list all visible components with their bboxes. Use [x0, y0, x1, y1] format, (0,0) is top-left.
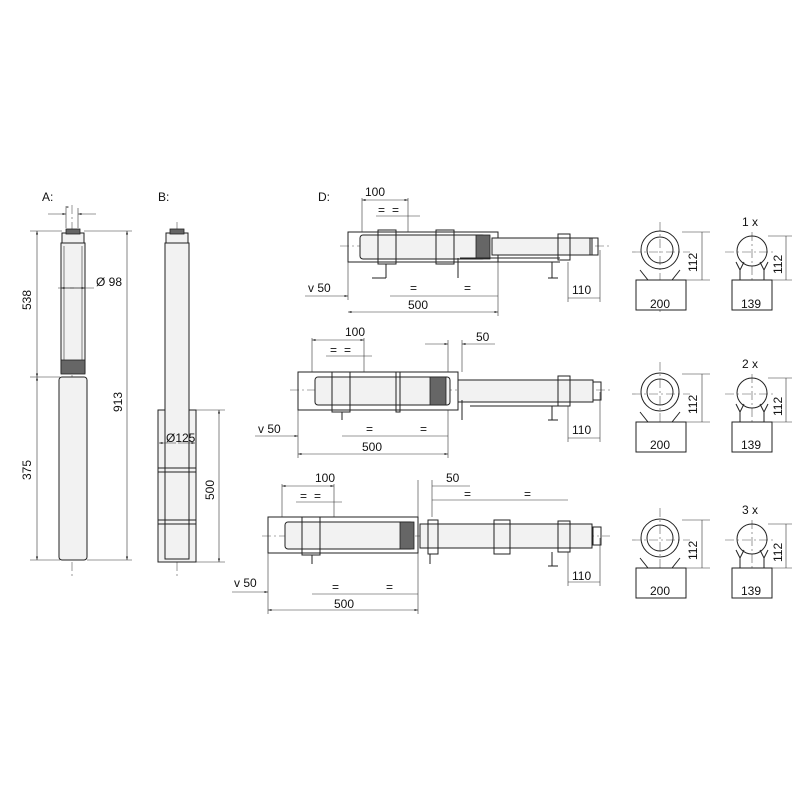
- row-2-v-dim: v 50: [258, 422, 281, 436]
- section-2-small-outer: [736, 377, 768, 409]
- section-1-large-outer: [640, 230, 680, 270]
- section-2-small-width: 139: [741, 438, 761, 452]
- svg-text:=: =: [464, 281, 471, 295]
- row-1-motor: [359, 234, 486, 260]
- svg-text:=: =: [410, 281, 417, 295]
- row-1-pump: [491, 237, 593, 256]
- section-3-large-width: 200: [650, 584, 670, 598]
- section-2-count: 2 x: [742, 357, 758, 371]
- section-1-count: 1 x: [742, 215, 758, 229]
- svg-text:=: =: [524, 487, 531, 501]
- row-1-width-dim: 100: [365, 185, 385, 199]
- view-a-coupling: [60, 359, 86, 375]
- section-3-small-height: 112: [771, 543, 785, 562]
- section-2-large-height: 112: [686, 395, 700, 414]
- row-2-width-dim: 100: [345, 325, 365, 339]
- view-b-diameter-dim: Ø125: [166, 431, 196, 445]
- svg-text:=: =: [366, 422, 373, 436]
- view-b-label: B:: [158, 190, 169, 204]
- row-1-v-dim: v 50: [308, 281, 331, 295]
- section-3-large-height: 112: [686, 541, 700, 560]
- row-3-pump: [419, 523, 593, 549]
- section-1-large-width: 200: [650, 297, 670, 311]
- row-2-pump: [457, 379, 594, 403]
- section-1-small-outer: [736, 235, 768, 267]
- section-1-small-width: 139: [741, 297, 761, 311]
- section-1-small-base: [731, 279, 773, 311]
- section-3-small-outer: [736, 523, 768, 555]
- view-d: D: 100 = =: [232, 185, 610, 614]
- section-3-large-outer: [640, 518, 680, 558]
- section-1-large-base: [635, 279, 687, 311]
- view-d-row-1: 100 = = = = v 50 500 110: [305, 185, 610, 316]
- row-1-length-dim: 500: [408, 298, 428, 312]
- row-3-offset-dim: 50: [446, 471, 460, 485]
- section-1-small-height: 112: [771, 255, 785, 274]
- section-3-small-width: 139: [741, 584, 761, 598]
- svg-text:=: =: [464, 487, 471, 501]
- section-1: 200 112 1 x 139 112: [632, 215, 792, 312]
- section-2-small-height: 112: [771, 397, 785, 416]
- row-2-length-dim: 500: [362, 440, 382, 454]
- svg-text:=: =: [300, 489, 307, 503]
- view-a: A: - Ø 98 538 375 913: [20, 190, 132, 578]
- view-a-total-dim: 913: [111, 392, 125, 412]
- view-d-label: D:: [318, 190, 330, 204]
- row-2-motor: [314, 376, 451, 406]
- view-b-height-dim: 500: [203, 480, 217, 500]
- section-2-small-base: [731, 421, 773, 453]
- view-a-discharge-head: [61, 232, 85, 244]
- section-2-large-base: [635, 421, 687, 453]
- section-3-small-base: [731, 567, 773, 599]
- svg-text:=: =: [386, 580, 393, 594]
- row-3-v-dim: v 50: [234, 576, 257, 590]
- section-2-large-outer: [640, 372, 680, 412]
- view-a-top-dim: -: [65, 199, 69, 213]
- view-a-upper-dim: 538: [20, 290, 34, 310]
- svg-text:=: =: [344, 343, 351, 357]
- view-a-pump: [60, 242, 86, 374]
- view-b: B: Ø125 500: [157, 190, 225, 578]
- view-a-diameter-dim: Ø 98: [96, 275, 122, 289]
- row-2-height-dim: 110: [572, 423, 591, 437]
- svg-text:=: =: [332, 580, 339, 594]
- section-2-large-width: 200: [650, 438, 670, 452]
- row-3-width-dim: 100: [315, 471, 335, 485]
- row-1-height-dim: 110: [572, 283, 591, 297]
- row-3-motor: [284, 521, 414, 550]
- section-1-large-height: 112: [686, 253, 700, 272]
- section-3-large-base: [635, 567, 687, 599]
- section-2: 200 112 2 x 139 112: [632, 357, 792, 453]
- svg-text:=: =: [378, 203, 385, 217]
- svg-text:=: =: [420, 422, 427, 436]
- svg-text:=: =: [392, 203, 399, 217]
- view-d-row-2: 100 = = 50 = = v 50 500 110: [255, 325, 610, 458]
- view-a-motor: [58, 376, 88, 561]
- view-a-lower-dim: 375: [20, 460, 34, 480]
- row-3-length-dim: 500: [334, 597, 354, 611]
- view-b-pump: [164, 242, 190, 560]
- svg-text:=: =: [314, 489, 321, 503]
- view-d-row-3: 100 = = 50 = = = = v 50 500: [232, 471, 610, 614]
- row-3-height-dim: 110: [572, 569, 591, 583]
- section-3-count: 3 x: [742, 503, 758, 517]
- row-2-offset-dim: 50: [476, 330, 490, 344]
- view-a-label: A:: [42, 190, 53, 204]
- section-3: 200 112 3 x 139 112: [632, 503, 792, 599]
- svg-text:=: =: [330, 343, 337, 357]
